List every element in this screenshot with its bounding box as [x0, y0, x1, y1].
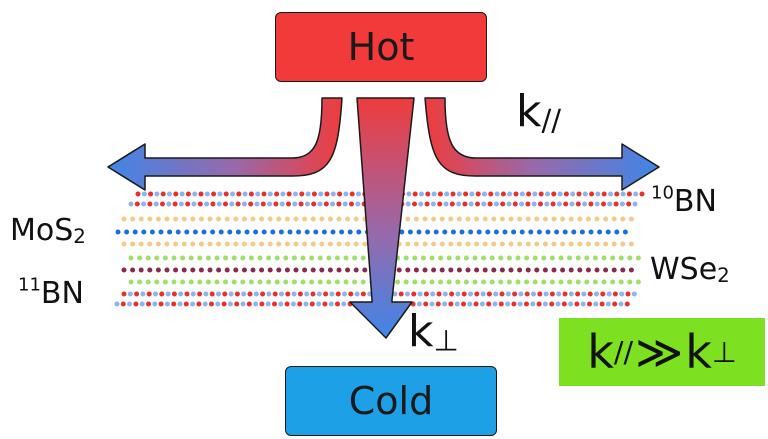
bn10-label: 10BN [651, 182, 717, 219]
k-perpendicular-label: k⊥ [408, 306, 459, 358]
hot-reservoir-box: Hot [275, 12, 487, 82]
cold-label: Cold [348, 379, 434, 423]
relation-operator: ≫ [635, 325, 684, 379]
relation-right-k: k [685, 325, 712, 379]
mos2-layer-middle [115, 229, 628, 235]
right-in-plane-arrow [424, 97, 660, 191]
cross-plane-arrow [349, 97, 415, 339]
bn11-layer-top [121, 291, 637, 297]
mos2-label: MoS2 [10, 213, 86, 248]
conductivity-relation-box: k//≫k⊥ [559, 318, 765, 386]
k-parallel-label: k// [516, 86, 562, 138]
relation-left-sub: // [613, 335, 634, 369]
left-in-plane-arrow [107, 97, 343, 191]
relation-right-sub: ⊥ [711, 335, 737, 369]
hot-label: Hot [347, 25, 415, 69]
cold-reservoir-box: Cold [285, 366, 497, 436]
wse2-layer-top [128, 255, 641, 261]
relation-left-k: k [587, 325, 614, 379]
wse2-label: WSe2 [650, 252, 730, 287]
bn11-label: 11BN [18, 274, 84, 311]
